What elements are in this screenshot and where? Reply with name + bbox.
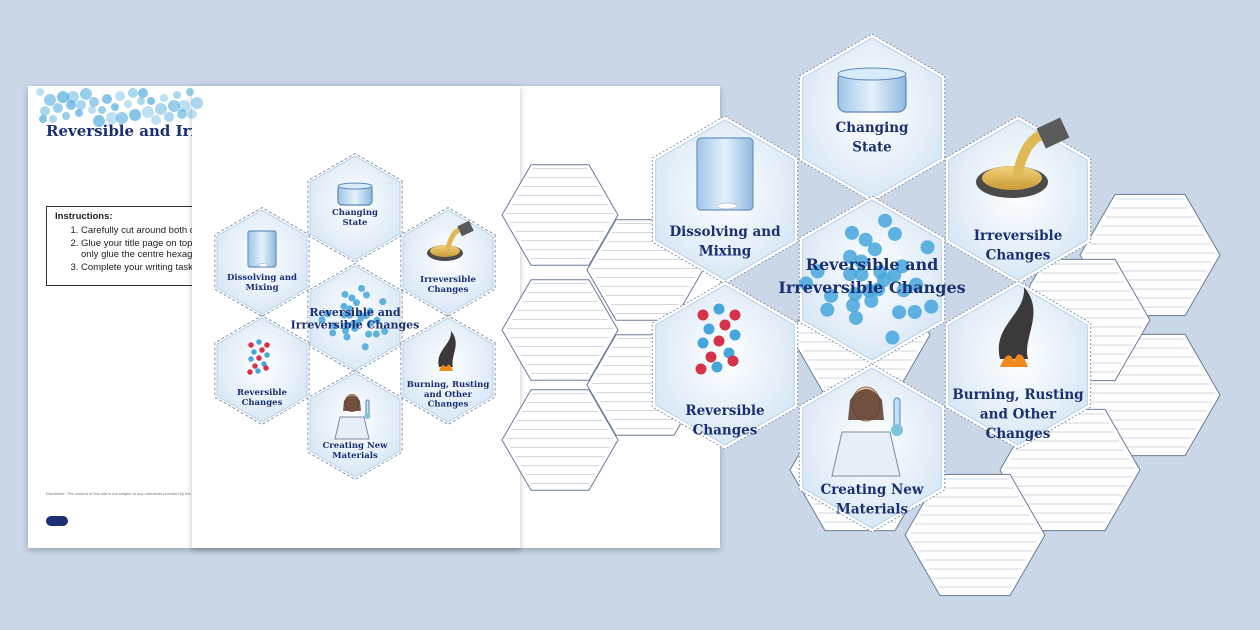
particle-icon xyxy=(858,232,873,247)
particle-icon xyxy=(896,283,911,298)
particle-icon xyxy=(854,267,869,282)
changing_state-label: State xyxy=(852,140,892,156)
writing-hexagon xyxy=(1079,193,1221,317)
glass-dish-icon xyxy=(837,71,907,113)
smoke-icon xyxy=(998,287,1034,359)
particle-icon xyxy=(848,287,863,302)
particle-icon xyxy=(848,310,863,325)
particle-icon xyxy=(854,254,869,269)
particle-icon xyxy=(909,277,924,292)
instruction-item: Complete your writing task. xyxy=(81,262,337,273)
center-label: Reversible and xyxy=(806,255,939,274)
writing-hexagon xyxy=(1009,258,1151,382)
particle-icon xyxy=(846,298,861,313)
creating-label: Creating New xyxy=(820,482,923,498)
particle-icon xyxy=(885,330,900,345)
sheet-title: Reversible and Irre xyxy=(46,122,208,140)
particle-icon xyxy=(871,282,886,297)
writing-hexagon xyxy=(789,273,931,397)
particle-icon xyxy=(842,249,857,264)
particle-icon xyxy=(892,305,907,320)
particle-icon xyxy=(924,299,939,314)
hexagon-cut-outline xyxy=(944,280,1092,450)
particle-icon xyxy=(920,240,935,255)
particle-icon xyxy=(867,242,882,257)
center-hexagon xyxy=(802,199,942,361)
particle-icon xyxy=(895,259,910,274)
particle-icon xyxy=(824,288,839,303)
test-tube-icon xyxy=(893,397,901,429)
particle-icon xyxy=(843,267,858,282)
creating-hexagon xyxy=(802,367,942,529)
writing-hexagon xyxy=(789,408,931,532)
writing-hexagon xyxy=(904,473,1046,597)
molecule-icon xyxy=(719,319,731,331)
instruction-item: Carefully cut around both of y xyxy=(81,225,337,236)
molecule-icon xyxy=(723,347,735,359)
powder-pile xyxy=(716,202,738,210)
particle-icon xyxy=(864,293,879,308)
bowl-icon xyxy=(1036,117,1070,149)
pan-icon xyxy=(976,166,1048,198)
particle-icon xyxy=(861,283,876,298)
writing-hexagon xyxy=(999,408,1141,532)
particle-icon xyxy=(907,305,922,320)
particle-icon xyxy=(887,268,902,283)
particle-icon xyxy=(844,225,859,240)
burning-hexagon xyxy=(948,284,1088,446)
particle-icon xyxy=(820,302,835,317)
irreversible-label: Irreversible xyxy=(974,228,1063,244)
particle-icon xyxy=(887,226,902,241)
writing-hexagon xyxy=(1079,333,1221,457)
changing_state-label: Changing xyxy=(836,120,910,136)
hexagon-sheet xyxy=(192,86,520,548)
dish-rim xyxy=(837,67,907,81)
burning-label: Changes xyxy=(986,426,1051,442)
instructions-heading: Instructions: xyxy=(55,211,113,222)
molecule-icon xyxy=(729,329,741,341)
molecule-icon xyxy=(727,355,739,367)
pour-stream xyxy=(1013,128,1059,177)
brand-logo xyxy=(46,516,68,526)
flame-icon xyxy=(1000,354,1028,367)
burning-label: Burning, Rusting xyxy=(952,387,1084,403)
scientist-face xyxy=(851,386,881,422)
particle-icon xyxy=(878,213,893,228)
particle-icon xyxy=(810,264,825,279)
particle-icon xyxy=(799,276,814,291)
changing_state-hexagon xyxy=(802,37,942,199)
burning-label: and Other xyxy=(980,407,1057,423)
creating-label: Materials xyxy=(836,502,909,518)
hexagon-cut-outline xyxy=(944,115,1092,285)
scientist-hair xyxy=(848,389,884,420)
center-label: Irreversible Changes xyxy=(778,278,965,297)
hexagon-cut-outline xyxy=(798,195,946,365)
particle-icon xyxy=(873,265,888,280)
lab-coat xyxy=(831,431,901,477)
gloved-hand xyxy=(891,424,903,436)
particle-icon xyxy=(877,273,891,287)
irreversible-label: Changes xyxy=(986,248,1051,264)
molecule-icon xyxy=(729,309,741,321)
hexagon-cut-outline xyxy=(798,33,946,203)
hexagon-cut-outline xyxy=(798,363,946,533)
irreversible-hexagon xyxy=(948,119,1088,281)
batter xyxy=(982,166,1042,190)
